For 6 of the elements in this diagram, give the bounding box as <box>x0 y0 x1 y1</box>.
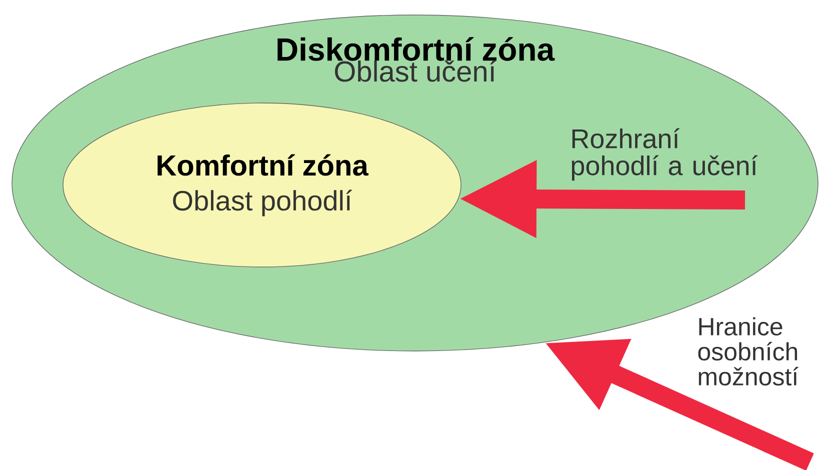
zone-subtitle: Oblast pohodlí <box>173 190 352 216</box>
zone-title: Komfortní zóna <box>158 154 368 176</box>
note-text: Rozhraní pohodlí a učení <box>572 128 758 181</box>
zone-title: Diskomfortní zóna <box>278 37 555 61</box>
note-text: Hranice osobních možností <box>698 317 798 386</box>
zone-subtitle: Oblast učení <box>334 60 496 82</box>
